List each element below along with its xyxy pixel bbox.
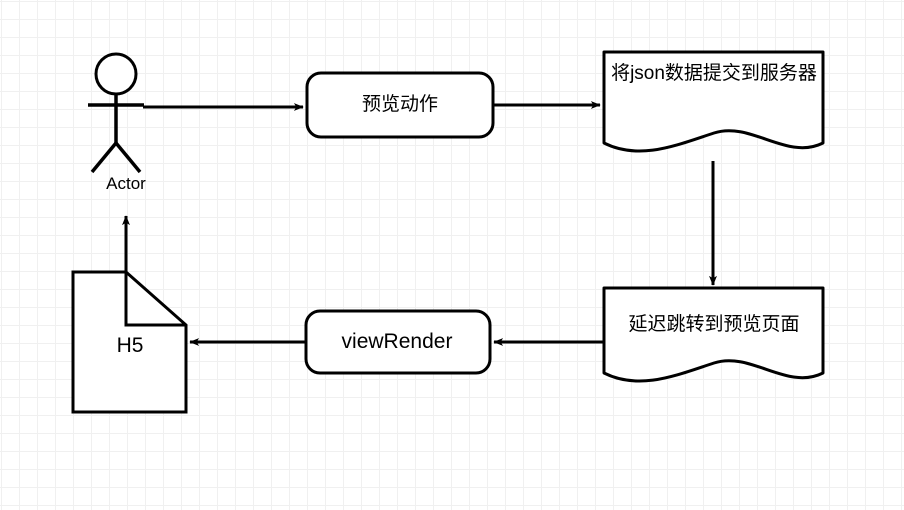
node-preview-action[interactable] (305, 71, 495, 139)
node-h5[interactable] (71, 270, 188, 414)
node-submit-json[interactable] (602, 50, 825, 153)
node-view-render[interactable] (304, 309, 492, 375)
node-delay-jump[interactable] (602, 286, 825, 383)
node-actor[interactable] (88, 52, 144, 174)
